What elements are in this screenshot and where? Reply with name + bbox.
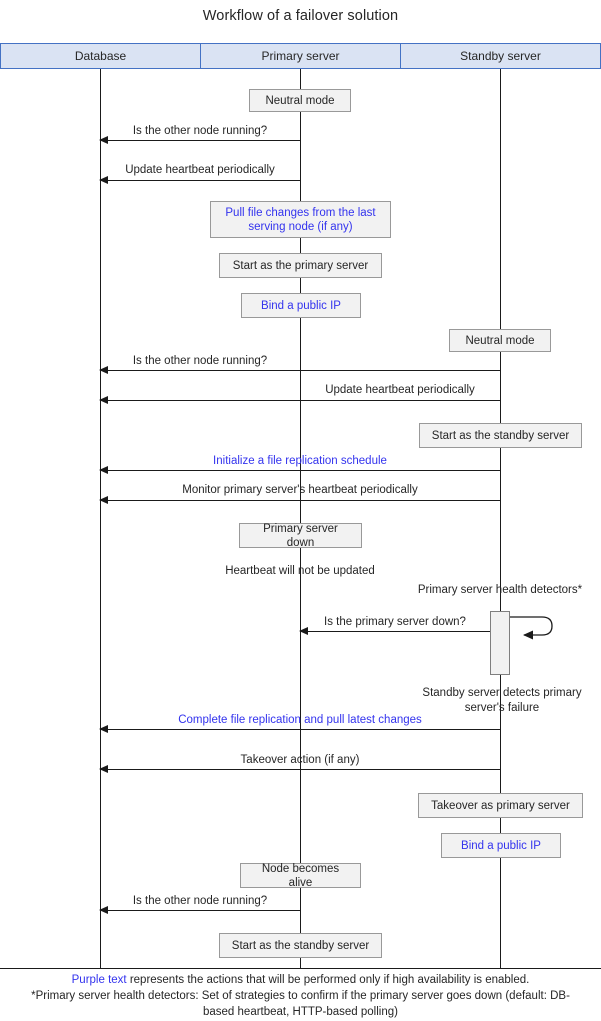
- arrowhead-left-icon: [99, 175, 108, 184]
- message-label-monitor-heartbeat: Monitor primary server's heartbeat perio…: [182, 484, 418, 496]
- lane-header-primary-server-label: Primary server: [261, 49, 340, 63]
- state-box-primary-neutral-mode-label: Neutral mode: [265, 94, 335, 107]
- message-label-is-other-node-running-1: Is the other node running?: [132, 125, 268, 137]
- message-arrow-is-other-node-running-3: [99, 905, 300, 914]
- arrowhead-left-icon: [99, 465, 108, 474]
- page-title: Workflow of a failover solution: [202, 8, 399, 24]
- state-box-primary-node-becomes-alive-label: Node becomes alive: [261, 862, 340, 889]
- state-box-primary-node-becomes-alive: Node becomes alive: [240, 862, 361, 889]
- message-arrow-is-other-node-running-2: [99, 365, 500, 374]
- arrowhead-left-icon: [99, 764, 108, 773]
- state-box-primary-start-as-primary: Start as the primary server: [219, 253, 382, 278]
- footer-detectors-note: *Primary server health detectors: Set of…: [31, 990, 570, 1018]
- message-arrow-is-other-node-running-1: [99, 135, 300, 144]
- self-loop-icon: [510, 616, 553, 640]
- lane-header-standby-server-label: Standby server: [460, 49, 541, 63]
- state-box-standby-takeover-as-primary: Takeover as primary server: [418, 793, 583, 818]
- lifeline-primary-server: [300, 69, 301, 968]
- state-box-primary-bind-public-ip: Bind a public IP: [241, 293, 361, 318]
- message-label-initialize-file-replication: Initialize a file replication schedule: [213, 455, 387, 467]
- arrowhead-left-icon: [299, 626, 308, 635]
- message-label-update-heartbeat-1: Update heartbeat periodically: [125, 164, 275, 176]
- arrowhead-left-icon: [99, 365, 108, 374]
- note-heartbeat-not-updated: Heartbeat will not be updated: [225, 565, 375, 577]
- message-label-complete-file-replication: Complete file replication and pull lates…: [178, 714, 422, 726]
- footer-purple-label: Purple text: [71, 974, 127, 986]
- message-label-takeover-action: Takeover action (if any): [240, 754, 360, 766]
- message-arrow-monitor-heartbeat: [99, 495, 500, 504]
- state-box-primary-pull-file-changes: Pull file changes from the last serving …: [210, 201, 391, 238]
- state-box-primary-start-as-standby-label: Start as the standby server: [231, 939, 370, 952]
- state-box-standby-neutral-mode-label: Neutral mode: [465, 334, 535, 347]
- footer-legend: Purple text represents the actions that …: [0, 972, 601, 1020]
- lane-header-standby-server: Standby server: [400, 43, 601, 69]
- message-arrow-complete-file-replication: [99, 724, 500, 733]
- state-box-standby-start-as-standby-label: Start as the standby server: [431, 429, 570, 442]
- state-box-primary-bind-public-ip-label: Bind a public IP: [261, 299, 341, 312]
- lane-header-primary-server: Primary server: [200, 43, 401, 69]
- state-box-standby-bind-public-ip-label: Bind a public IP: [461, 839, 541, 852]
- state-box-primary-server-down-label: Primary server down: [263, 522, 338, 549]
- lane-header-database: Database: [0, 43, 201, 69]
- state-box-standby-bind-public-ip: Bind a public IP: [441, 833, 561, 858]
- arrowhead-left-icon: [99, 905, 108, 914]
- message-arrow-initialize-file-replication: [99, 465, 500, 474]
- state-box-primary-start-as-primary-label: Start as the primary server: [232, 259, 369, 272]
- arrowhead-left-icon: [99, 724, 108, 733]
- state-box-primary-neutral-mode: Neutral mode: [249, 89, 351, 112]
- note-standby-detects-failure: Standby server detects primary server's …: [422, 687, 582, 714]
- note-health-detectors: Primary server health detectors*: [417, 584, 583, 596]
- arrowhead-left-icon: [99, 395, 108, 404]
- state-box-primary-server-down: Primary server down: [239, 522, 362, 549]
- message-label-is-other-node-running-3: Is the other node running?: [132, 895, 268, 907]
- lane-header-database-label: Database: [74, 49, 127, 63]
- state-box-standby-start-as-standby: Start as the standby server: [419, 423, 582, 448]
- lifeline-database: [100, 69, 101, 968]
- state-box-primary-pull-file-changes-label: Pull file changes from the last serving …: [225, 206, 376, 233]
- state-box-standby-neutral-mode: Neutral mode: [449, 329, 551, 352]
- arrowhead-left-icon: [99, 135, 108, 144]
- footer-legend-rest: represents the actions that will be perf…: [126, 974, 530, 986]
- message-arrow-update-heartbeat-1: [99, 175, 300, 184]
- state-box-standby-takeover-as-primary-label: Takeover as primary server: [431, 799, 570, 812]
- footer-divider: [0, 968, 601, 969]
- message-arrow-update-heartbeat-2: [99, 395, 500, 404]
- message-arrow-is-primary-server-down: [299, 626, 490, 635]
- message-label-is-primary-server-down: Is the primary server down?: [324, 616, 466, 628]
- arrowhead-left-icon: [99, 495, 108, 504]
- activation-bar-standby-health-check: [490, 611, 510, 675]
- self-loop-arrow-health-detector: [508, 612, 556, 640]
- message-label-update-heartbeat-2: Update heartbeat periodically: [325, 384, 475, 396]
- lifeline-standby-server: [500, 69, 501, 968]
- message-arrow-takeover-action: [99, 764, 500, 773]
- message-label-is-other-node-running-2: Is the other node running?: [132, 355, 268, 367]
- footer-legend-line-1: Purple text represents the actions that …: [0, 972, 601, 988]
- state-box-primary-start-as-standby: Start as the standby server: [219, 933, 382, 958]
